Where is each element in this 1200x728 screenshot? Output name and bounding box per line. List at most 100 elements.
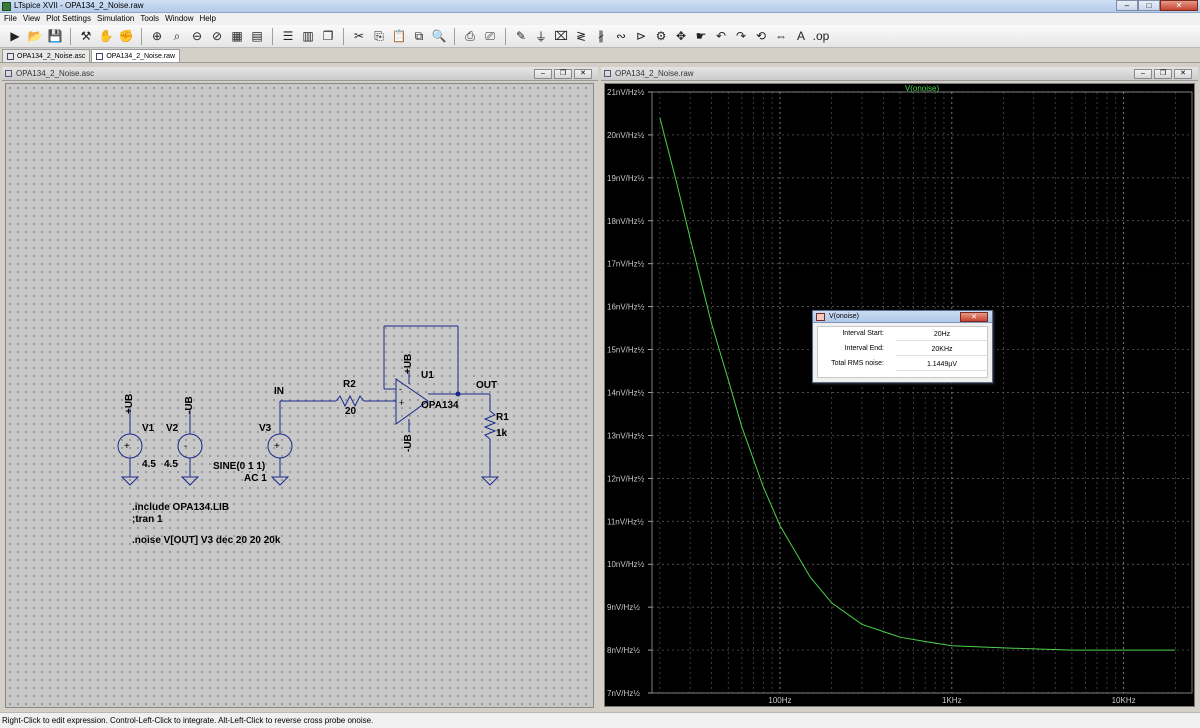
menu-file[interactable]: File (4, 14, 17, 23)
duplicate-icon[interactable]: ⧉ (414, 28, 424, 43)
menu-window[interactable]: Window (165, 14, 194, 23)
resistor-icon[interactable]: ≷ (575, 29, 587, 43)
find-icon[interactable]: 🔍 (431, 29, 447, 43)
tab-schematic[interactable]: OPA134_2_Noise.asc (2, 49, 91, 62)
net-label[interactable]: OUT (476, 380, 498, 391)
run-icon[interactable]: ▶ (10, 29, 20, 43)
rotate-icon[interactable]: ⟲ (755, 29, 767, 43)
component-name[interactable]: V1 (142, 423, 155, 434)
text-icon[interactable]: A (796, 29, 805, 43)
integration-dialog[interactable]: V(onoise) ✕ Interval Start: 20Hz Interva… (812, 310, 993, 383)
drag-icon[interactable]: ☛ (695, 29, 707, 43)
net-label[interactable]: +UB (403, 353, 414, 374)
component-name[interactable]: R2 (343, 379, 356, 390)
minimize-button[interactable]: – (1134, 69, 1152, 79)
waveform-window-header: OPA134_2_Noise.raw – ❐ ✕ (601, 67, 1198, 81)
halt-icon[interactable]: ✋ (98, 29, 114, 43)
net-label[interactable]: IN (274, 386, 284, 397)
menu-help[interactable]: Help (199, 14, 216, 23)
total-rms-noise-value[interactable]: 1.1449µV (896, 359, 988, 371)
menu-simulation[interactable]: Simulation (97, 14, 135, 23)
component-icon[interactable]: ⚙ (655, 29, 667, 43)
dialog-close-button[interactable]: ✕ (960, 312, 988, 322)
dialog-row: Interval End: 20KHz (818, 343, 988, 357)
component-value[interactable]: SINE(0 1 1) (213, 461, 266, 472)
tab-waveform[interactable]: OPA134_2_Noise.raw (91, 49, 181, 62)
close-button[interactable]: ✕ (574, 69, 592, 79)
diode-icon[interactable]: ⊳ (635, 29, 647, 43)
menu-view[interactable]: View (22, 14, 41, 23)
open-folder-icon[interactable]: 📂 (27, 29, 43, 43)
tile-vertical-icon[interactable]: ▥ (302, 29, 314, 43)
pan-icon[interactable]: ✊ (118, 29, 134, 43)
restore-button[interactable]: ❐ (1154, 69, 1172, 79)
close-button[interactable]: ✕ (1160, 0, 1198, 11)
inductor-icon[interactable]: ∾ (615, 29, 627, 43)
minimize-button[interactable]: – (534, 69, 552, 79)
copy-icon[interactable]: ⎘ (374, 28, 384, 43)
window-title: LTspice XVII - OPA134_2_Noise.raw (14, 1, 144, 10)
component-name[interactable]: R1 (496, 412, 509, 423)
print-icon[interactable]: ⎙ (465, 28, 475, 43)
draw-wire-icon[interactable]: ✎ (515, 29, 527, 43)
control-panel-icon[interactable]: ⚒ (80, 29, 92, 43)
schematic-canvas[interactable]: +UB -UB V1 V2 + - + 4.5 4.5 V3 SINE(0 1 … (5, 83, 594, 708)
y-tick-label: 20nV/Hz½ (607, 131, 645, 140)
spice-directive[interactable]: .noise V[OUT] V3 dec 20 20 20k (132, 535, 281, 546)
menu-plot-settings[interactable]: Plot Settings (46, 14, 92, 23)
spice-directive[interactable]: .include OPA134.LIB (132, 502, 230, 513)
paste-icon[interactable]: 📋 (391, 29, 407, 43)
minimize-button[interactable]: – (1116, 0, 1138, 11)
restore-button[interactable]: ❐ (554, 69, 572, 79)
save-icon[interactable]: 💾 (47, 29, 63, 43)
trace-label: V(onoise) (905, 84, 940, 93)
zoom-in-icon[interactable]: ⊕ (151, 29, 163, 43)
menu-bar: File View Plot Settings Simulation Tools… (0, 13, 1200, 25)
maximize-button[interactable]: □ (1138, 0, 1160, 11)
interval-start-value: 20Hz (896, 329, 988, 341)
schematic-window[interactable]: OPA134_2_Noise.asc – ❐ ✕ (2, 67, 598, 710)
print-setup-icon[interactable]: ⎚ (485, 28, 495, 43)
menu-tools[interactable]: Tools (140, 14, 160, 23)
zoom-pan-icon[interactable]: ⌕ (173, 28, 181, 43)
grid-icon[interactable]: ▤ (251, 29, 263, 43)
tile-horizontal-icon[interactable]: ☰ (282, 29, 294, 43)
x-tick-label: 10KHz (1112, 696, 1136, 705)
component-value[interactable]: OPA134 (421, 400, 459, 411)
capacitor-icon[interactable]: ∦ (598, 29, 604, 43)
mirror-icon[interactable]: ⇔ (775, 29, 787, 43)
dialog-title: V(onoise) (829, 313, 859, 320)
redo-icon[interactable]: ↷ (735, 29, 747, 43)
undo-icon[interactable]: ↶ (715, 29, 727, 43)
cascade-icon[interactable]: ❐ (322, 29, 334, 43)
y-tick-label: 8nV/Hz½ (607, 646, 640, 655)
cut-icon[interactable]: ✂ (353, 29, 365, 43)
net-label[interactable]: -UB (184, 396, 195, 414)
component-value[interactable]: 4.5 (142, 459, 156, 470)
ground-icon[interactable]: ⏚ (534, 29, 547, 44)
noise-plot[interactable]: 21nV/Hz½20nV/Hz½19nV/Hz½18nV/Hz½17nV/Hz½… (605, 84, 1196, 708)
zoom-cancel-icon[interactable]: ⊘ (211, 29, 223, 43)
y-tick-label: 9nV/Hz½ (607, 603, 640, 612)
component-value[interactable]: 1k (496, 428, 508, 439)
component-value[interactable]: AC 1 (244, 473, 267, 484)
y-tick-label: 13nV/Hz½ (607, 431, 645, 440)
move-icon[interactable]: ✥ (675, 29, 687, 43)
component-name[interactable]: U1 (421, 370, 434, 381)
net-label[interactable]: -UB (403, 434, 414, 452)
net-label[interactable]: +UB (124, 393, 135, 414)
component-value[interactable]: 20 (345, 406, 357, 417)
label-net-icon[interactable]: ⌧ (554, 29, 568, 43)
x-tick-label: 100Hz (768, 696, 791, 705)
spice-directive-icon[interactable]: .op (812, 29, 830, 43)
zoom-out-icon[interactable]: ⊖ (191, 29, 203, 43)
component-value[interactable]: 4.5 (164, 459, 178, 470)
component-name[interactable]: V2 (166, 423, 179, 434)
spice-directive[interactable]: ;tran 1 (132, 514, 163, 525)
component-name[interactable]: V3 (259, 423, 272, 434)
autorange-icon[interactable]: ▦ (231, 29, 243, 43)
status-bar: Right-Click to edit expression. Control-… (0, 712, 1200, 728)
close-button[interactable]: ✕ (1174, 69, 1192, 79)
